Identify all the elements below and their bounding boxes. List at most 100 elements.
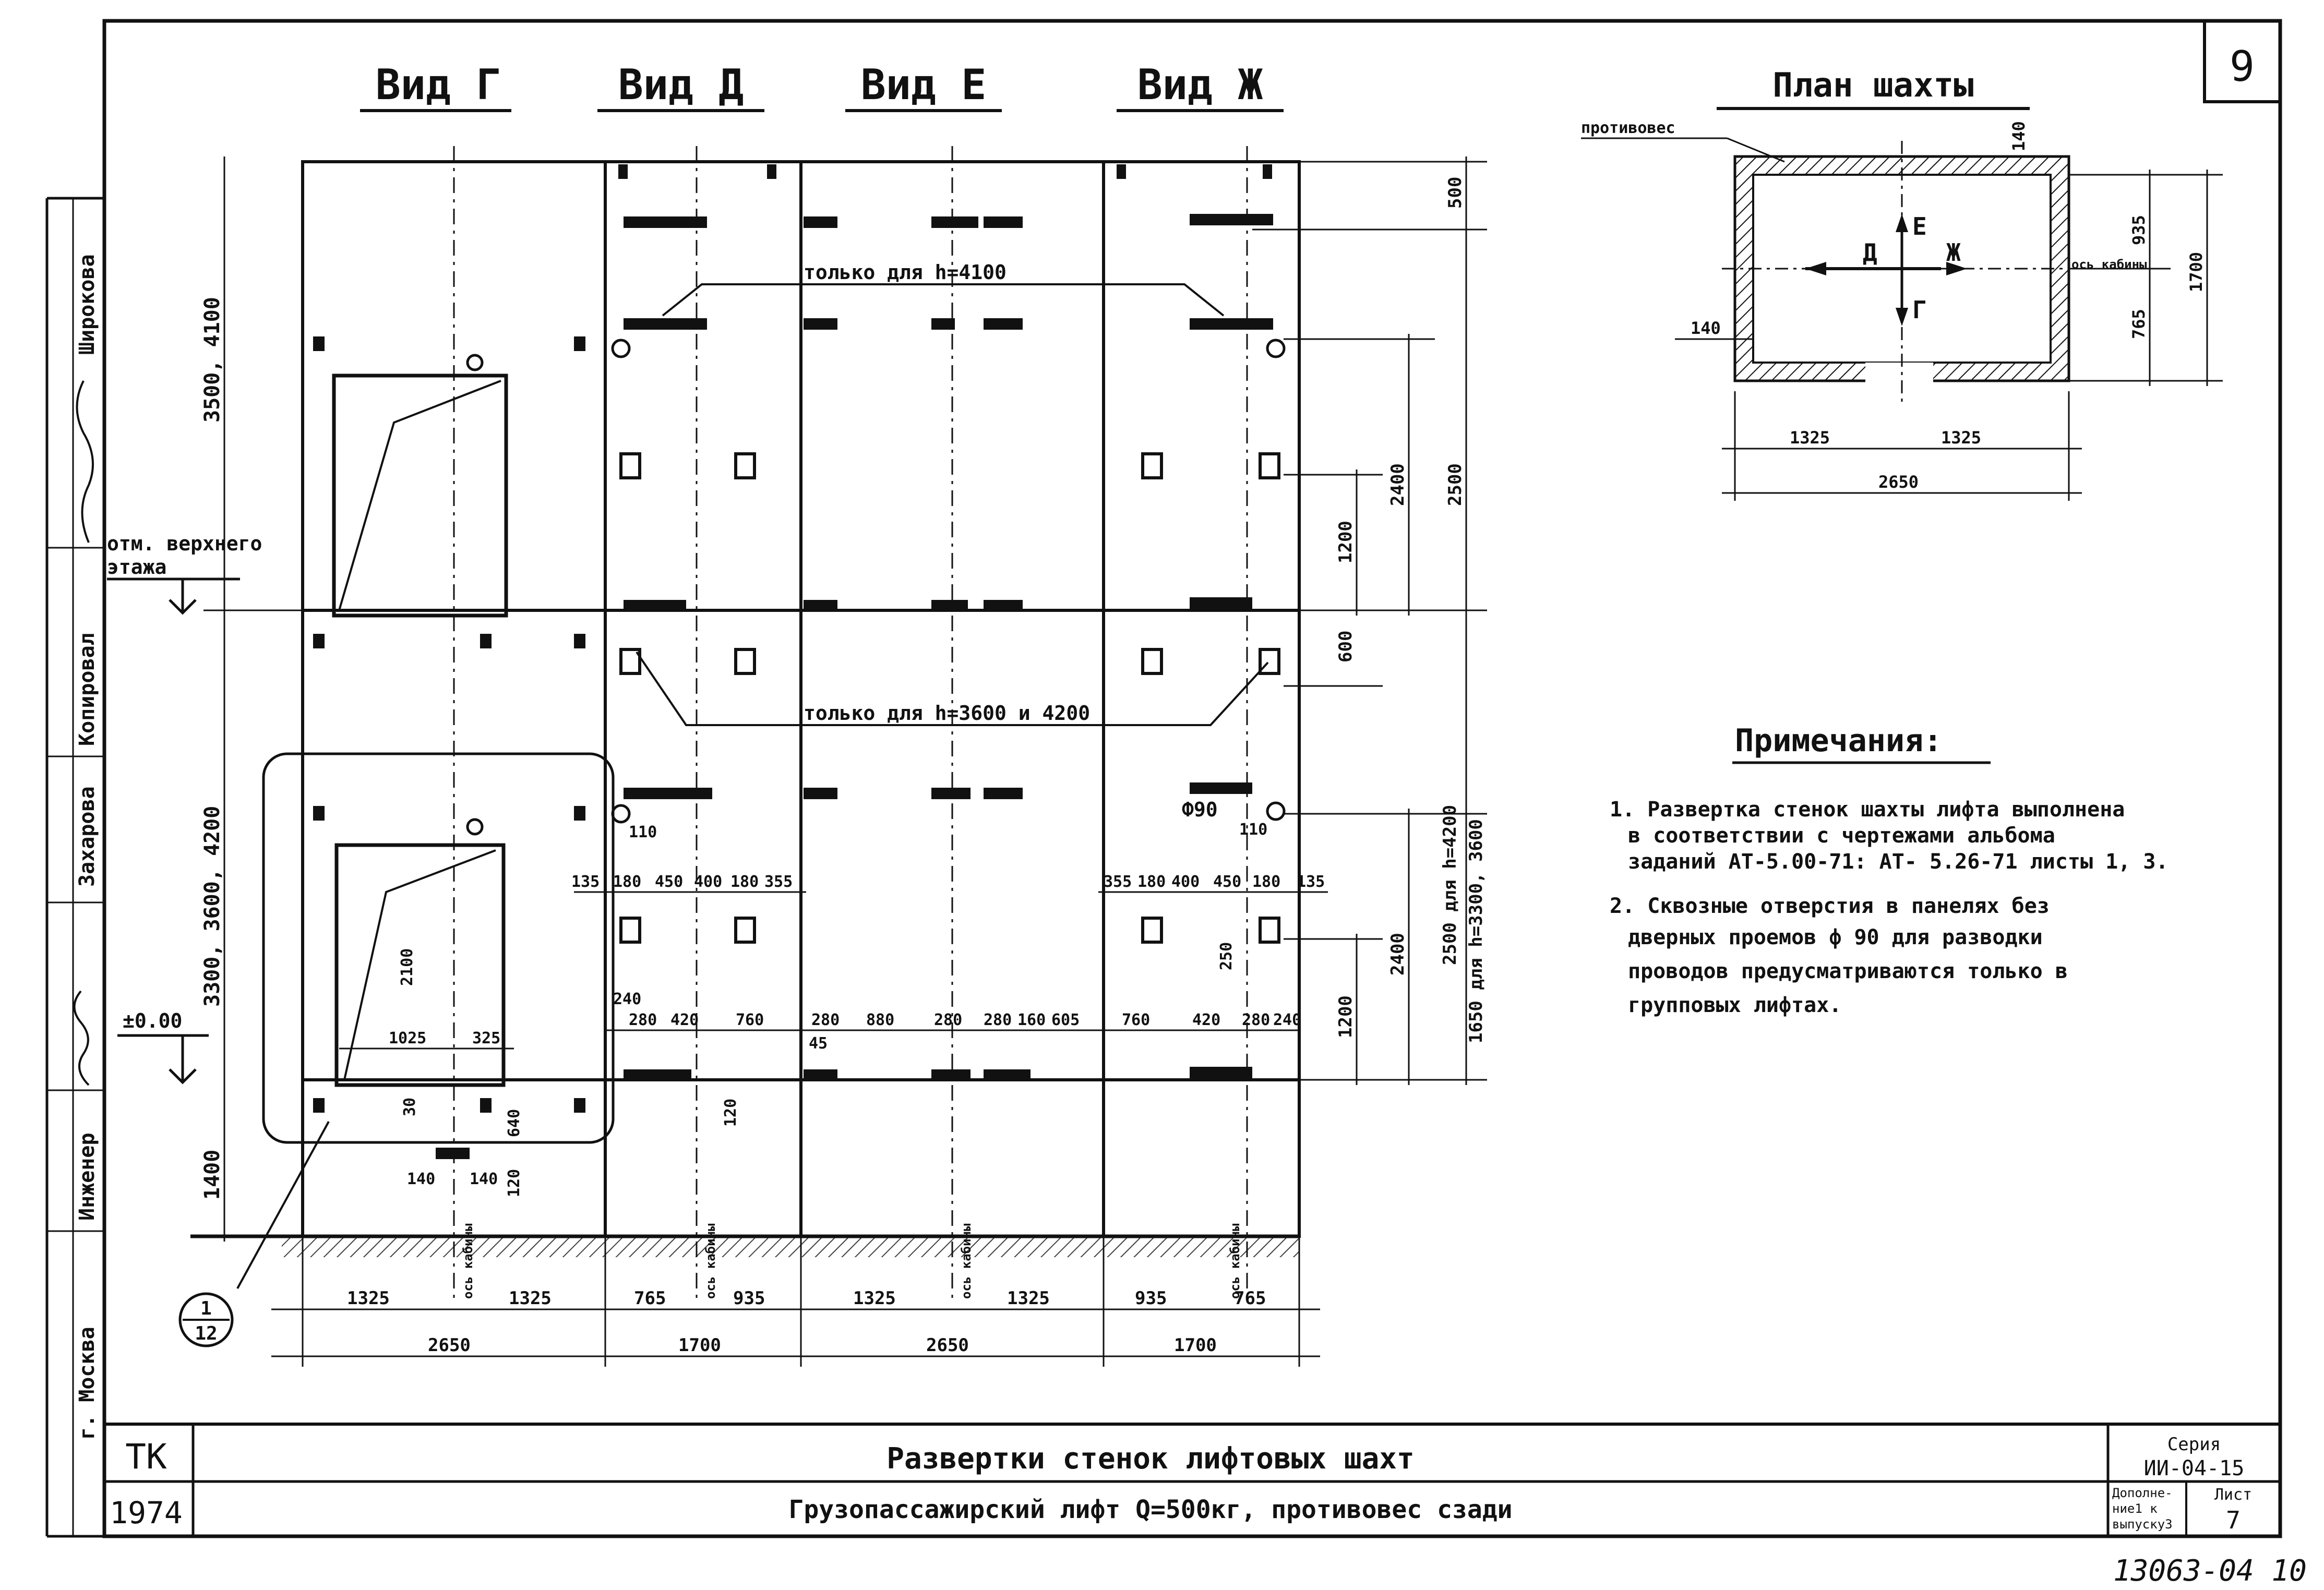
bottom-dim-total-d: 1700: [678, 1335, 721, 1356]
role-engineer: Инженер: [75, 1133, 99, 1221]
view-title-g: Вид Г: [376, 61, 501, 109]
bottom-dim-7: 935: [1135, 1288, 1167, 1309]
callout-sheet: 12: [195, 1323, 217, 1344]
plan-axis-label: ось кабины: [2071, 257, 2147, 272]
level-markers: [107, 577, 240, 1085]
name-zakharova: Захарова: [75, 786, 99, 887]
plan-dim-1325-right: 1325: [1941, 428, 1981, 448]
dim-d-5: 355: [764, 873, 793, 891]
dim-zh-0: 355: [1104, 873, 1132, 891]
dim-right-2400-lower: 2400: [1387, 933, 1408, 975]
sheet-value: 7: [2226, 1506, 2241, 1534]
name-shirokova: Широкова: [75, 254, 99, 355]
dim-bottom-8: 160: [1017, 1011, 1046, 1029]
dim-zh-5: 135: [1297, 873, 1325, 891]
dim-bottom-13: 240: [1273, 1011, 1301, 1029]
plan-dim-140-top: 140: [2009, 121, 2029, 151]
door-dim-140b: 140: [470, 1170, 498, 1188]
drawing-subtitle: Грузопассажирский лифт Q=500кг, противов…: [788, 1495, 1512, 1524]
detail-callout: 1 12: [178, 1121, 330, 1347]
dim-misc-45: 45: [809, 1034, 828, 1053]
bottom-dim-total-zh: 1700: [1174, 1335, 1217, 1356]
plan-letter-g: Г: [1912, 296, 1927, 324]
dim-right-1200-lower: 1200: [1335, 995, 1356, 1038]
dim-d-4: 180: [730, 873, 759, 891]
dim-bottom-0: 240: [613, 990, 641, 1008]
drawing-annotations: только для h=4100 только для h=3600 и 42…: [107, 261, 1218, 1032]
plan-dim-765: 765: [2129, 309, 2149, 339]
note-line-5: дверных проемов ф 90 для разводки: [1628, 925, 2043, 949]
plan-dim-140-left: 140: [1691, 318, 1721, 338]
dim-bottom-9: 605: [1051, 1011, 1080, 1029]
door-dim-140a: 140: [407, 1170, 435, 1188]
callout-number: 1: [200, 1298, 212, 1319]
bottom-dim-6: 1325: [1007, 1288, 1050, 1309]
city-label: г. Москва: [75, 1327, 99, 1440]
dim-bottom-6: 280: [934, 1011, 962, 1029]
door-dim-30: 30: [401, 1098, 419, 1116]
bottom-dim-3: 765: [634, 1288, 666, 1309]
dim-misc-120: 120: [722, 1099, 740, 1127]
notes-block: Примечания: 1. Развертка стенок шахты ли…: [1610, 722, 2169, 1017]
note-only-3600-4200: только для h=3600 и 4200: [804, 702, 1090, 725]
dim-bottom-1: 280: [629, 1011, 657, 1029]
bottom-dim-5: 1325: [853, 1288, 896, 1309]
signature-2: [76, 380, 94, 543]
title-block: ТК 1974 Развертки стенок лифтовых шахт Г…: [110, 1434, 2252, 1534]
dim-right-500: 500: [1445, 177, 1466, 209]
dim-bottom-5: 880: [866, 1011, 894, 1029]
dim-zh-3: 450: [1213, 873, 1241, 891]
sheet-label: Лист: [2214, 1486, 2252, 1504]
door-dim-325: 325: [472, 1029, 500, 1047]
note-only-4100: только для h=4100: [804, 261, 1007, 284]
door-dim-1025: 1025: [389, 1029, 426, 1047]
sheet-number: 9: [2230, 42, 2255, 91]
year: 1974: [110, 1495, 183, 1531]
signature-1: [73, 990, 90, 1086]
plan-dim-935: 935: [2129, 215, 2149, 245]
label-top-floor-2: этажа: [107, 556, 166, 579]
shaft-plan-title: План шахты: [1772, 66, 1973, 105]
note-line-4: 2. Сквозные отверстия в панелях без: [1610, 894, 2050, 918]
label-top-floor-1: отм. верхнего: [107, 532, 262, 555]
dim-misc-110-right: 110: [1239, 821, 1267, 839]
series-label: Серия: [2167, 1434, 2221, 1455]
door-dim-640: 640: [505, 1109, 523, 1137]
view-title-d: Вид Д: [618, 61, 744, 109]
axis-label-e: ось кабины: [959, 1223, 974, 1299]
bottom-dim-1: 1325: [347, 1288, 390, 1309]
view-title-e: Вид Е: [861, 61, 987, 109]
dim-d-3: 400: [694, 873, 722, 891]
dim-d-2: 450: [655, 873, 683, 891]
plan-letter-e: Е: [1912, 212, 1927, 240]
dim-right-2500: 2500: [1445, 463, 1466, 506]
bottom-dim-total-g: 2650: [428, 1335, 471, 1356]
bottom-dim-2: 1325: [509, 1288, 552, 1309]
shaft-plan: План шахты противовес Д Е Ж Г: [1581, 66, 2223, 501]
plan-dim-1325-left: 1325: [1790, 428, 1830, 448]
view-title-zh: Вид Ж: [1137, 61, 1263, 109]
axis-label-g: ось кабины: [461, 1223, 475, 1299]
dim-bottom-4: 280: [811, 1011, 840, 1029]
dim-misc-110-left: 110: [629, 823, 657, 841]
drawing-title: Развертки стенок лифтовых шахт: [887, 1442, 1414, 1476]
dim-bottom-10: 760: [1122, 1011, 1150, 1029]
dim-left-lower: 1400: [200, 1150, 224, 1200]
dim-zh-4: 180: [1252, 873, 1280, 891]
note-line-1: 1. Развертка стенок шахты лифта выполнен…: [1610, 798, 2125, 822]
dim-bottom-7: 280: [984, 1011, 1012, 1029]
dim-right-1650: 1650 для h=3300, 3600: [1466, 819, 1487, 1043]
plan-dim-2650: 2650: [1878, 472, 1919, 492]
note-line-2: в соответствии с чертежами альбома: [1628, 824, 2055, 848]
row-dimensions: 135 180 450 400 180 355 355 180 400 450 …: [571, 821, 1328, 1127]
axis-label-zh: ось кабины: [1228, 1223, 1242, 1299]
dim-right-2400-upper: 2400: [1387, 463, 1408, 506]
label-phi90: Ф90: [1182, 798, 1218, 821]
right-dimension-chain: 500 2400 2500 1200 600 2400 1200 2500 дл…: [1252, 156, 1487, 1085]
dim-right-1200-upper: 1200: [1335, 521, 1356, 563]
series-value: ИИ-04-15: [2144, 1456, 2245, 1480]
dim-misc-250: 250: [1217, 942, 1236, 970]
dim-bottom-11: 420: [1192, 1011, 1220, 1029]
addition-1: Дополне-: [2112, 1486, 2173, 1500]
